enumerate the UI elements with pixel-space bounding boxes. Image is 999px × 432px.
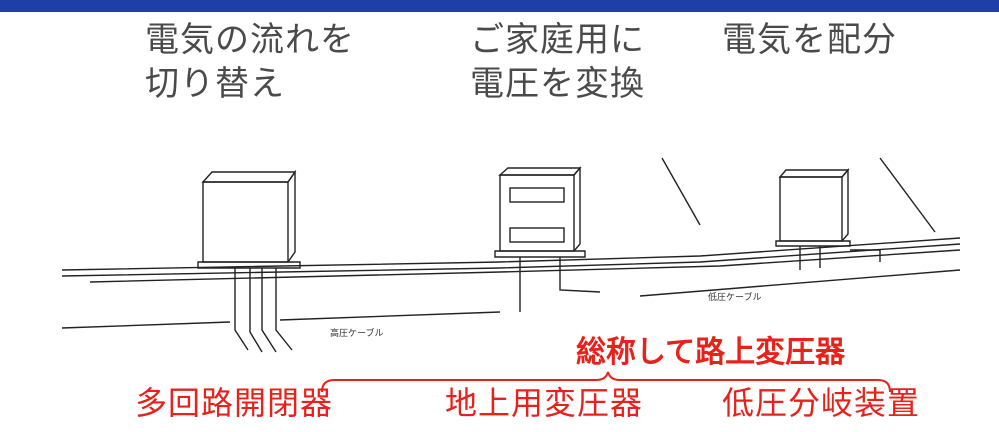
cable-line-1 (61, 237, 961, 271)
bottom-label-branch: 低圧分岐装置 (722, 384, 921, 422)
header-bar (0, 0, 999, 12)
pad-transformer-unit (494, 166, 586, 258)
label-transform-function: ご家庭用に 電圧を変換 (470, 20, 645, 104)
bottom-label-transformer: 地上用変圧器 (445, 384, 644, 422)
multi-circuit-switch-unit (197, 169, 301, 269)
high-voltage-cable-label: 高圧ケーブル (330, 327, 383, 339)
group-bracket (321, 371, 891, 393)
cable-line-3 (89, 249, 961, 283)
group-label: 総称して路上変圧器 (576, 335, 846, 370)
bottom-label-switch: 多回路開閉器 (135, 384, 334, 422)
label-switch-function: 電気の流れを 切り替え (145, 20, 355, 104)
low-voltage-cable-label: 低圧ケーブル (708, 291, 761, 303)
cable-line-2 (61, 243, 961, 277)
low-voltage-branch-unit (775, 168, 851, 247)
label-distribute-function: 電気を配分 (722, 20, 897, 60)
